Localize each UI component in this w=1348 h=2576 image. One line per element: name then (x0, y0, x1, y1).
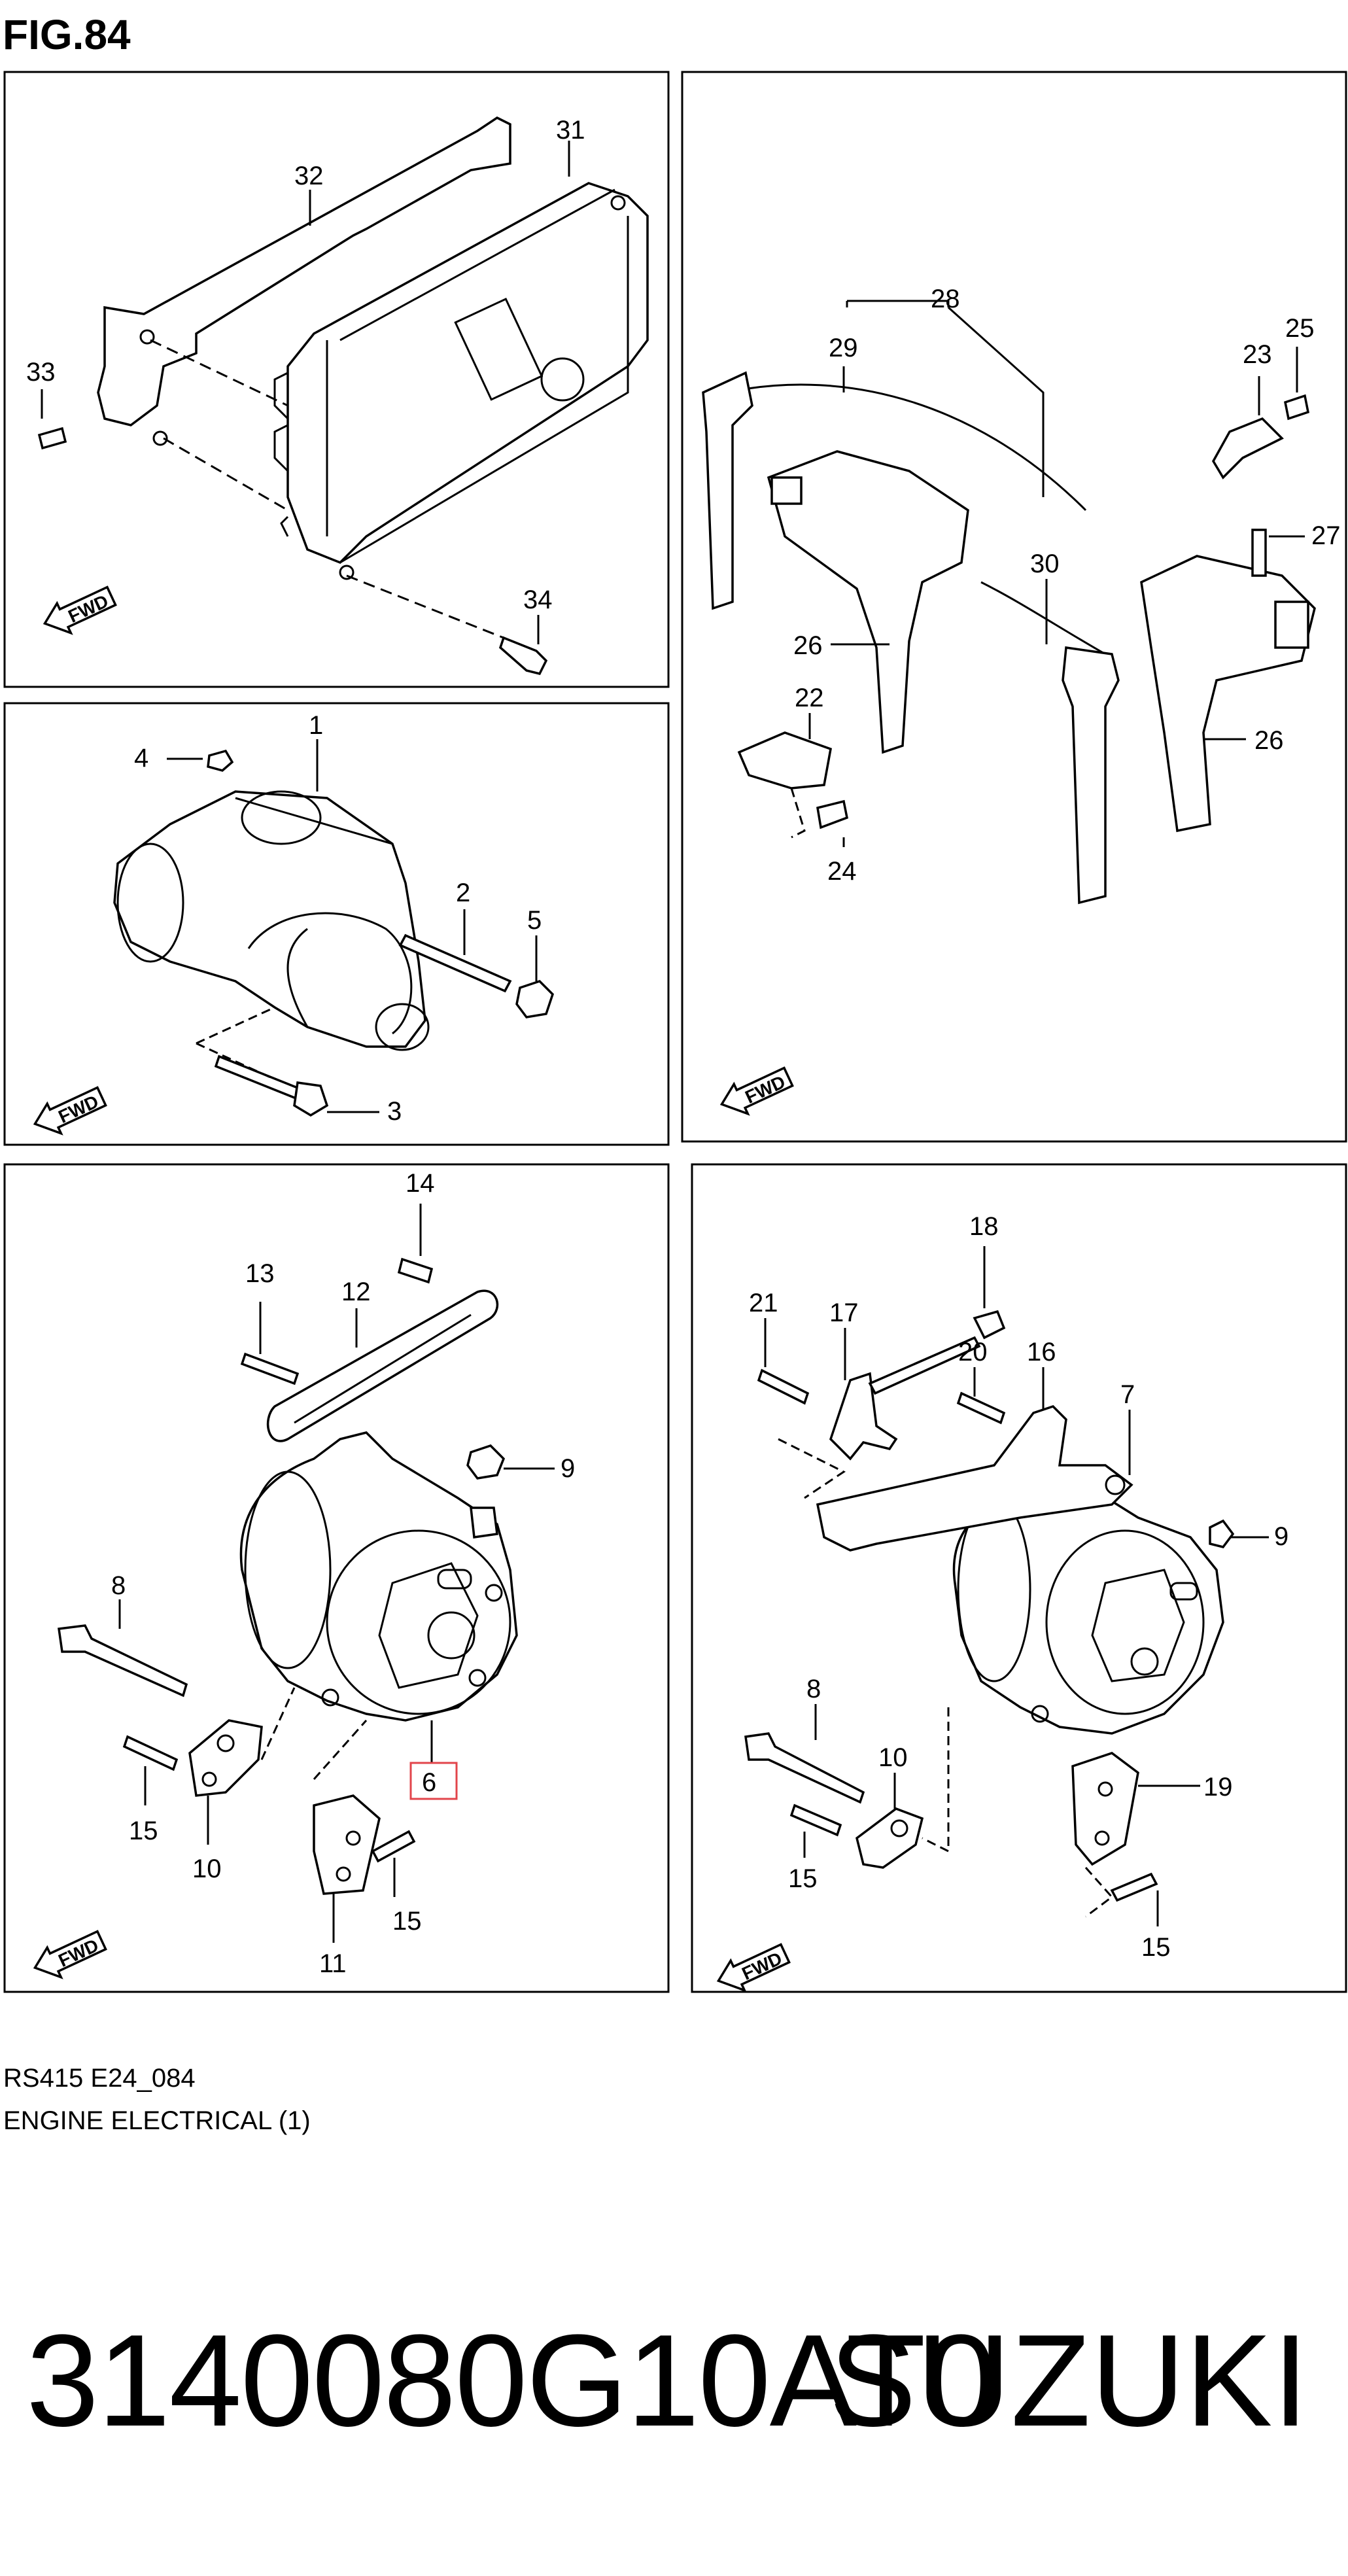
nut-5 (515, 979, 555, 1018)
callout-1: 1 (309, 711, 323, 740)
bolt-15-right (371, 1830, 416, 1863)
bracket-17 (829, 1372, 898, 1461)
panel-starter: 1 4 2 5 3 FWD (3, 702, 670, 1146)
fwd-arrow-icon: FWD (43, 585, 117, 635)
callout-9-alt: 9 (1274, 1522, 1288, 1551)
callout-27: 27 (1311, 521, 1341, 550)
callout-17: 17 (829, 1298, 859, 1327)
nut-4 (207, 749, 234, 772)
bolt-21 (757, 1368, 810, 1405)
bolt-24 (816, 799, 849, 829)
callout-12: 12 (341, 1278, 371, 1306)
callout-6: 6 (422, 1768, 436, 1797)
highlight-box (409, 1762, 458, 1800)
callout-10: 10 (192, 1854, 222, 1883)
bracket-19 (1071, 1752, 1139, 1866)
brand-name: SUZUKI (829, 2308, 1309, 2454)
callout-21: 21 (749, 1289, 778, 1317)
nut-9-alt (1209, 1519, 1235, 1548)
callout-20: 20 (958, 1338, 988, 1366)
screw-33 (37, 426, 67, 450)
bolt-3 (214, 1054, 303, 1101)
callout-29: 29 (829, 334, 858, 362)
callout-8-alt: 8 (806, 1675, 821, 1703)
panel-alternator-alt: 18 21 17 20 16 7 9 8 10 19 15 15 FWD (691, 1163, 1347, 1993)
bracket-10 (188, 1719, 263, 1797)
bolt-15-left (122, 1735, 179, 1771)
callout-25: 25 (1285, 314, 1315, 343)
panel-ignition: 28 29 23 25 27 30 26 22 24 26 FWD (681, 71, 1347, 1143)
callout-30: 30 (1030, 549, 1060, 578)
starter-motor (113, 790, 426, 1048)
callout-23: 23 (1243, 340, 1272, 369)
panel-alternator: 14 13 12 9 8 15 10 15 11 6 FWD (3, 1163, 670, 1993)
callout-10-alt: 10 (878, 1743, 908, 1772)
callout-3: 3 (387, 1097, 402, 1126)
bracket-16 (816, 1404, 1133, 1552)
bolt-15-alt-left (789, 1803, 842, 1837)
callout-32: 32 (294, 162, 324, 190)
fwd-arrow-icon: FWD (716, 1943, 791, 1993)
panel-ecm: 31 32 33 34 FWD (3, 71, 670, 688)
callout-15-left: 15 (129, 1817, 158, 1845)
plug-lead-left (702, 371, 753, 610)
callout-16: 16 (1027, 1338, 1056, 1366)
diagram-caption: ENGINE ELECTRICAL (1) (3, 2106, 311, 2135)
fwd-arrow-icon: FWD (719, 1066, 794, 1116)
bolt-8 (58, 1624, 188, 1697)
bolt-15-alt-bottom (1110, 1872, 1158, 1902)
callout-26-left: 26 (793, 631, 823, 660)
ignition-coil-right (1140, 555, 1316, 833)
callout-28: 28 (931, 285, 960, 313)
bracket-10-alt (855, 1807, 924, 1869)
callout-14: 14 (406, 1169, 435, 1198)
callout-13: 13 (245, 1259, 275, 1288)
sensor-22 (737, 731, 832, 790)
callout-33: 33 (26, 358, 56, 387)
ignition-coil-left (767, 450, 969, 754)
bolt-27 (1251, 529, 1267, 577)
ecm-bracket (97, 116, 511, 426)
bolt-20 (956, 1391, 1006, 1425)
fwd-arrow-icon: FWD (33, 1930, 107, 1979)
callout-4: 4 (134, 744, 148, 773)
bolt-13 (240, 1352, 300, 1385)
parts-diagram: FIG.84 31 32 33 34 FWD (3, 11, 1347, 2135)
bolt-8-alt (744, 1732, 865, 1804)
callout-15-alt-left: 15 (788, 1864, 818, 1893)
callout-2: 2 (456, 879, 470, 907)
callout-7: 7 (1120, 1380, 1135, 1409)
callout-15-right: 15 (392, 1907, 422, 1936)
bolt-14 (397, 1257, 434, 1284)
plug-lead-right (1062, 646, 1120, 905)
callout-8: 8 (111, 1571, 126, 1600)
callout-19: 19 (1203, 1773, 1233, 1801)
fwd-arrow-icon: FWD (33, 1086, 107, 1136)
callout-5: 5 (527, 906, 542, 935)
callout-9: 9 (561, 1454, 575, 1483)
bolt-18 (868, 1336, 981, 1395)
callout-26-right: 26 (1254, 726, 1284, 755)
part-number: 3140080G10AT0 (26, 2308, 997, 2454)
ecm-module (286, 182, 649, 565)
figure-title: FIG.84 (3, 11, 131, 58)
callout-34: 34 (523, 585, 553, 614)
callout-22: 22 (795, 684, 824, 712)
bolt-34 (498, 636, 548, 676)
callout-11: 11 (319, 1949, 347, 1978)
callout-15-alt-bottom: 15 (1141, 1933, 1171, 1962)
bracket-11 (313, 1794, 381, 1895)
sensor-23 (1211, 417, 1284, 479)
callout-18: 18 (969, 1212, 999, 1241)
diagram-code: RS415 E24_084 (3, 2064, 196, 2093)
ignition-cable-30 (980, 581, 1106, 655)
ignition-cable-29 (725, 383, 1087, 512)
bolt-25 (1283, 394, 1310, 421)
callout-24: 24 (827, 857, 857, 886)
nut-9 (466, 1444, 506, 1480)
stud-bolt-2 (398, 933, 512, 993)
callout-31: 31 (556, 116, 585, 145)
